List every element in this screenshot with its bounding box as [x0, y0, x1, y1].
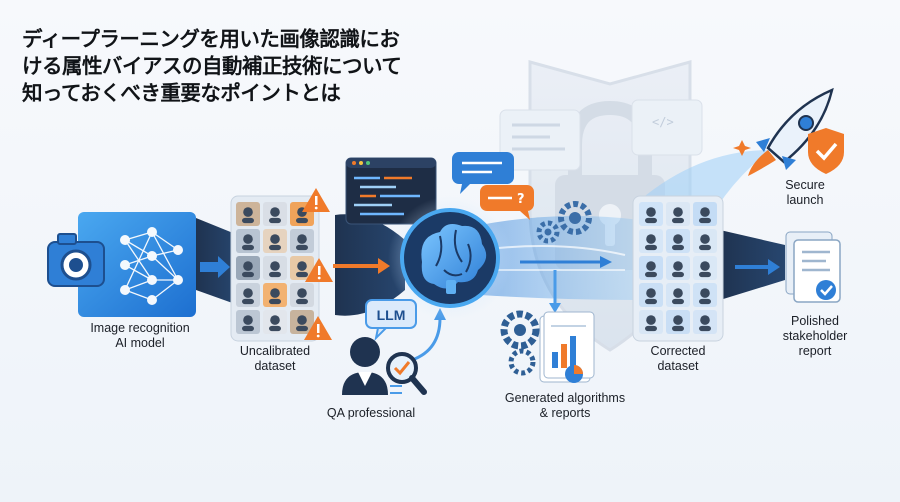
- uncalibrated-dataset-grid: [230, 195, 320, 342]
- uncalibrated-dataset-label: Uncalibrated dataset: [239, 344, 311, 373]
- question-bubble-icon: ?: [480, 185, 534, 220]
- flow-band-1: [196, 218, 238, 305]
- warning-icon: [302, 188, 330, 212]
- qa-professional-icon: [342, 337, 427, 395]
- secure-launch-label: Secure launch: [785, 178, 825, 207]
- arrow-icon: [333, 258, 390, 274]
- dataset-cell: [693, 283, 717, 307]
- dataset-cell: [263, 310, 287, 334]
- arrow-icon: [200, 256, 230, 278]
- security-shield-icon: [808, 128, 844, 174]
- arrow-icon: [735, 259, 780, 275]
- stakeholder-report-label: Polished stakeholder report: [782, 314, 848, 358]
- dataset-cell: [693, 202, 717, 226]
- question-mark: ?: [517, 192, 525, 207]
- ai-model-block: [47, 212, 196, 317]
- sparkle-icon: [733, 140, 751, 156]
- title-line-2: ける属性バイアスの自動補正技術について: [22, 54, 402, 78]
- dataset-cell: [263, 256, 287, 280]
- dataset-cell: [263, 229, 287, 253]
- dataset-cell: [666, 202, 690, 226]
- code-window-icon: [345, 157, 437, 225]
- dataset-cell: [263, 202, 287, 226]
- model-label: Image recognition AI model: [90, 321, 190, 350]
- camera-icon: [47, 233, 105, 287]
- title-line-3: 知っておくべき重要なポイントとは: [22, 81, 341, 105]
- dataset-cell: [693, 310, 717, 334]
- corrected-dataset-grid: [632, 195, 724, 342]
- rocket-icon: [748, 87, 834, 176]
- dataset-cell: [236, 283, 260, 307]
- dataset-cell: [639, 229, 663, 253]
- dataset-cell: [290, 310, 314, 334]
- stakeholder-report-icon: [785, 231, 841, 303]
- chat-bubble-icon: [452, 152, 514, 194]
- dataset-cell: [290, 256, 314, 280]
- qa-professional-label: QA professional: [326, 406, 416, 420]
- dataset-cell: [639, 202, 663, 226]
- dataset-cell: [236, 310, 260, 334]
- warning-icon: [304, 316, 332, 340]
- algorithm-report-icon: [500, 310, 595, 383]
- dataset-cell: [290, 283, 314, 307]
- neural-network-icon: [120, 227, 183, 305]
- llm-label: LLM: [377, 307, 406, 323]
- svg-text:</>: </>: [652, 115, 674, 129]
- algorithms-label: Generated algorithms & reports: [504, 391, 626, 420]
- brain-icon: [388, 196, 512, 320]
- dataset-cell: [693, 256, 717, 280]
- dataset-cell: [666, 310, 690, 334]
- dataset-cell: [236, 256, 260, 280]
- gear-icon: [536, 201, 592, 244]
- llm-badge: LLM: [365, 299, 417, 342]
- warning-icon: [305, 258, 333, 282]
- dataset-cell: [666, 256, 690, 280]
- dataset-cell: [236, 202, 260, 226]
- dataset-cell: [290, 229, 314, 253]
- dataset-cell: [236, 229, 260, 253]
- arrow-icon: [549, 270, 561, 313]
- arrow-icon: [520, 256, 612, 268]
- dataset-cell: [693, 229, 717, 253]
- title-line-1: ディープラーニングを用いた画像認識にお: [22, 27, 400, 51]
- dataset-cell: [666, 283, 690, 307]
- page-title: ディープラーニングを用いた画像認識にお ける属性バイアスの自動補正技術について …: [22, 26, 462, 107]
- corrected-dataset-label: Corrected dataset: [650, 344, 706, 373]
- flow-stream: [480, 216, 640, 300]
- dataset-cell: [263, 283, 287, 307]
- dataset-cell: [639, 256, 663, 280]
- dataset-cell: [639, 310, 663, 334]
- dataset-cell: [666, 229, 690, 253]
- dataset-cell: [639, 283, 663, 307]
